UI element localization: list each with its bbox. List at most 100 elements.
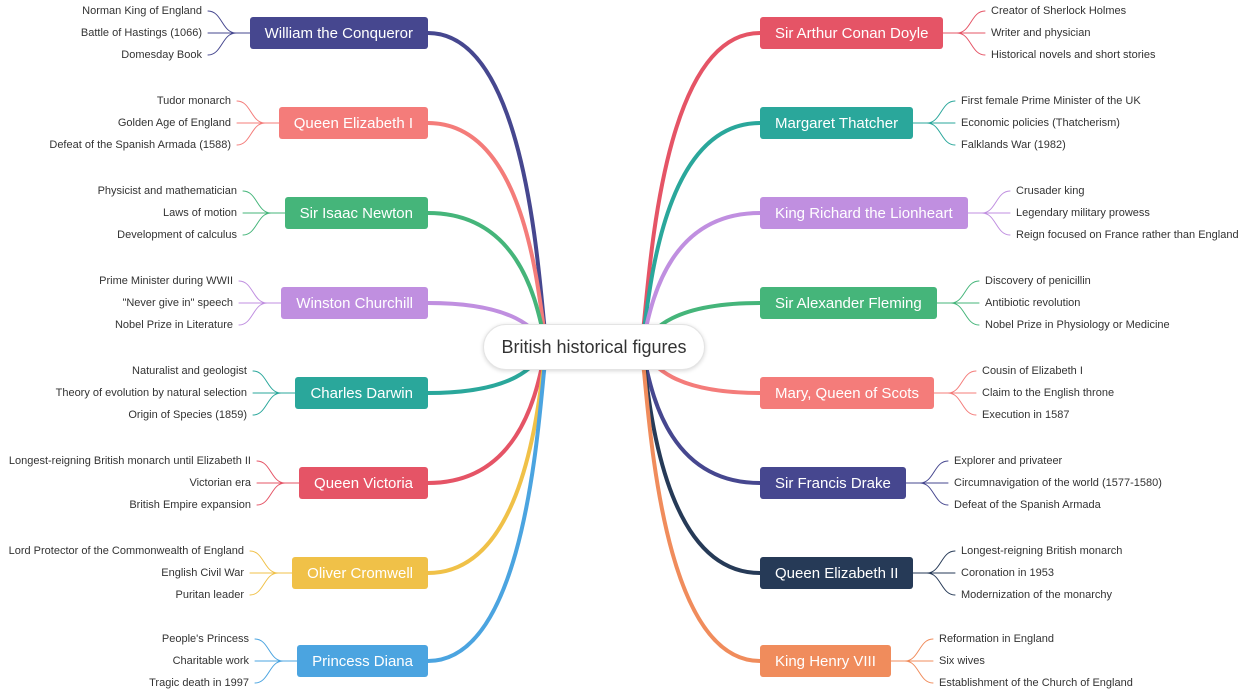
- branch-label: Sir Arthur Conan Doyle: [775, 24, 929, 42]
- branch-label: Sir Francis Drake: [775, 474, 891, 492]
- leaf-william-the-conqueror-2[interactable]: Battle of Hastings (1066): [80, 27, 202, 39]
- leaf-link: [936, 302, 980, 326]
- branch-sir-alexander-fleming[interactable]: Sir Alexander Fleming: [760, 287, 937, 319]
- branch-label: Queen Elizabeth II: [775, 564, 899, 582]
- branch-link: [426, 121, 550, 349]
- branch-label: King Henry VIII: [775, 652, 876, 670]
- leaf-link: [936, 280, 980, 304]
- leaf-king-henry-viii-3[interactable]: Establishment of the Church of England: [939, 677, 1133, 689]
- leaf-charles-darwin-1[interactable]: Naturalist and geologist: [132, 365, 247, 377]
- leaf-queen-elizabeth-i-3[interactable]: Defeat of the Spanish Armada (1588): [49, 139, 231, 151]
- leaf-queen-elizabeth-ii-1[interactable]: Longest-reigning British monarch: [961, 545, 1123, 557]
- branch-sir-arthur-conan-doyle[interactable]: Sir Arthur Conan Doyle: [760, 17, 944, 49]
- branch-oliver-cromwell[interactable]: Oliver Cromwell: [292, 557, 428, 589]
- leaf-sir-arthur-conan-doyle-3[interactable]: Historical novels and short stories: [991, 49, 1156, 61]
- leaf-king-richard-the-lionheart-3[interactable]: Reign focused on France rather than Engl…: [1016, 229, 1239, 241]
- leaf-princess-diana-2[interactable]: Charitable work: [172, 655, 249, 667]
- leaf-princess-diana-3[interactable]: Tragic death in 1997: [149, 677, 249, 689]
- branch-link: [638, 345, 762, 575]
- leaf-queen-victoria-3[interactable]: British Empire expansion: [129, 499, 251, 511]
- branch-winston-churchill[interactable]: Winston Churchill: [281, 287, 428, 319]
- leaf-queen-elizabeth-i-1[interactable]: Tudor monarch: [156, 95, 231, 107]
- leaf-king-richard-the-lionheart-2[interactable]: Legendary military prowess: [1016, 207, 1150, 219]
- leaf-sir-francis-drake-2[interactable]: Circumnavigation of the world (1577-1580…: [954, 477, 1162, 489]
- leaf-charles-darwin-3[interactable]: Origin of Species (1859): [128, 409, 247, 421]
- leaf-margaret-thatcher-3[interactable]: Falklands War (1982): [961, 139, 1066, 151]
- leaf-oliver-cromwell-1[interactable]: Lord Protector of the Commonwealth of En…: [8, 545, 244, 557]
- leaf-sir-isaac-newton-3[interactable]: Development of calculus: [117, 229, 237, 241]
- leaf-margaret-thatcher-2[interactable]: Economic policies (Thatcherism): [961, 117, 1120, 129]
- leaf-queen-elizabeth-ii-3[interactable]: Modernization of the monarchy: [961, 589, 1113, 601]
- leaf-link: [207, 32, 251, 56]
- branch-king-richard-the-lionheart[interactable]: King Richard the Lionheart: [760, 197, 968, 229]
- central-topic[interactable]: British historical figures: [483, 324, 705, 370]
- leaf-sir-arthur-conan-doyle-1[interactable]: Creator of Sherlock Holmes: [991, 5, 1127, 17]
- leaf-link: [912, 122, 956, 146]
- branch-queen-elizabeth-i[interactable]: Queen Elizabeth I: [278, 107, 428, 139]
- leaf-william-the-conqueror-1[interactable]: Norman King of England: [82, 5, 202, 17]
- leaf-link: [254, 638, 298, 662]
- branch-queen-victoria[interactable]: Queen Victoria: [299, 467, 428, 499]
- leaf-oliver-cromwell-2[interactable]: English Civil War: [161, 567, 244, 579]
- leaf-link: [942, 10, 986, 34]
- leaf-king-henry-viii-2[interactable]: Six wives: [939, 655, 985, 667]
- leaf-sir-alexander-fleming-1[interactable]: Discovery of penicillin: [985, 275, 1091, 287]
- branch-link: [426, 31, 550, 349]
- leaf-oliver-cromwell-3[interactable]: Puritan leader: [175, 589, 245, 601]
- leaf-sir-alexander-fleming-2[interactable]: Antibiotic revolution: [985, 297, 1081, 309]
- leaf-sir-isaac-newton-1[interactable]: Physicist and mathematician: [97, 185, 237, 197]
- leaf-queen-victoria-2[interactable]: Victorian era: [189, 477, 251, 489]
- leaf-winston-churchill-2[interactable]: "Never give in" speech: [122, 297, 233, 309]
- branch-william-the-conqueror[interactable]: William the Conqueror: [249, 17, 428, 49]
- leaf-winston-churchill-3[interactable]: Nobel Prize in Literature: [114, 319, 233, 331]
- branch-link: [426, 345, 550, 575]
- branch-label: King Richard the Lionheart: [775, 204, 953, 222]
- leaf-link: [905, 460, 949, 484]
- leaf-charles-darwin-2[interactable]: Theory of evolution by natural selection: [55, 387, 247, 399]
- branch-princess-diana[interactable]: Princess Diana: [297, 645, 428, 677]
- leaf-queen-elizabeth-ii-2[interactable]: Coronation in 1953: [961, 567, 1054, 579]
- leaf-margaret-thatcher-1[interactable]: First female Prime Minister of the UK: [961, 95, 1141, 107]
- leaf-link: [905, 482, 949, 506]
- leaf-link: [967, 190, 1011, 214]
- leaf-queen-victoria-1[interactable]: Longest-reigning British monarch until E…: [8, 455, 251, 467]
- leaf-link: [236, 100, 280, 124]
- branch-charles-darwin[interactable]: Charles Darwin: [295, 377, 428, 409]
- leaf-link: [238, 280, 282, 304]
- leaf-link: [912, 572, 956, 596]
- leaf-william-the-conqueror-3[interactable]: Domesday Book: [121, 49, 202, 61]
- leaf-link: [933, 392, 977, 416]
- branch-label: William the Conqueror: [264, 24, 413, 42]
- leaf-mary-queen-of-scots-2[interactable]: Claim to the English throne: [982, 387, 1115, 399]
- branch-king-henry-viii[interactable]: King Henry VIII: [760, 645, 891, 677]
- branch-margaret-thatcher[interactable]: Margaret Thatcher: [760, 107, 914, 139]
- leaf-sir-francis-drake-1[interactable]: Explorer and privateer: [954, 455, 1063, 467]
- branch-label: Sir Alexander Fleming: [775, 294, 922, 312]
- branch-label: Queen Victoria: [314, 474, 413, 492]
- leaf-link: [242, 190, 286, 214]
- leaf-sir-isaac-newton-2[interactable]: Laws of motion: [163, 207, 237, 219]
- leaf-link: [249, 572, 293, 596]
- leaf-sir-alexander-fleming-3[interactable]: Nobel Prize in Physiology or Medicine: [985, 319, 1170, 331]
- leaf-mary-queen-of-scots-1[interactable]: Cousin of Elizabeth I: [982, 365, 1083, 377]
- leaf-link: [933, 370, 977, 394]
- leaf-sir-francis-drake-3[interactable]: Defeat of the Spanish Armada: [954, 499, 1101, 511]
- branch-sir-isaac-newton[interactable]: Sir Isaac Newton: [284, 197, 428, 229]
- branch-label: Princess Diana: [312, 652, 413, 670]
- leaf-link: [256, 460, 300, 484]
- leaf-link: [890, 660, 934, 684]
- leaf-king-richard-the-lionheart-1[interactable]: Crusader king: [1016, 185, 1085, 197]
- leaf-princess-diana-1[interactable]: People's Princess: [161, 633, 249, 645]
- leaf-link: [256, 482, 300, 506]
- leaf-queen-elizabeth-i-2[interactable]: Golden Age of England: [117, 117, 231, 129]
- branch-queen-elizabeth-ii[interactable]: Queen Elizabeth II: [760, 557, 914, 589]
- branch-sir-francis-drake[interactable]: Sir Francis Drake: [760, 467, 906, 499]
- leaf-link: [252, 392, 296, 416]
- leaf-sir-arthur-conan-doyle-2[interactable]: Writer and physician: [991, 27, 1091, 39]
- leaf-king-henry-viii-1[interactable]: Reformation in England: [939, 633, 1054, 645]
- leaf-mary-queen-of-scots-3[interactable]: Execution in 1587: [982, 409, 1070, 421]
- branch-mary-queen-of-scots[interactable]: Mary, Queen of Scots: [760, 377, 934, 409]
- leaf-link: [207, 10, 251, 34]
- leaf-winston-churchill-1[interactable]: Prime Minister during WWII: [99, 275, 233, 287]
- leaf-link: [249, 550, 293, 574]
